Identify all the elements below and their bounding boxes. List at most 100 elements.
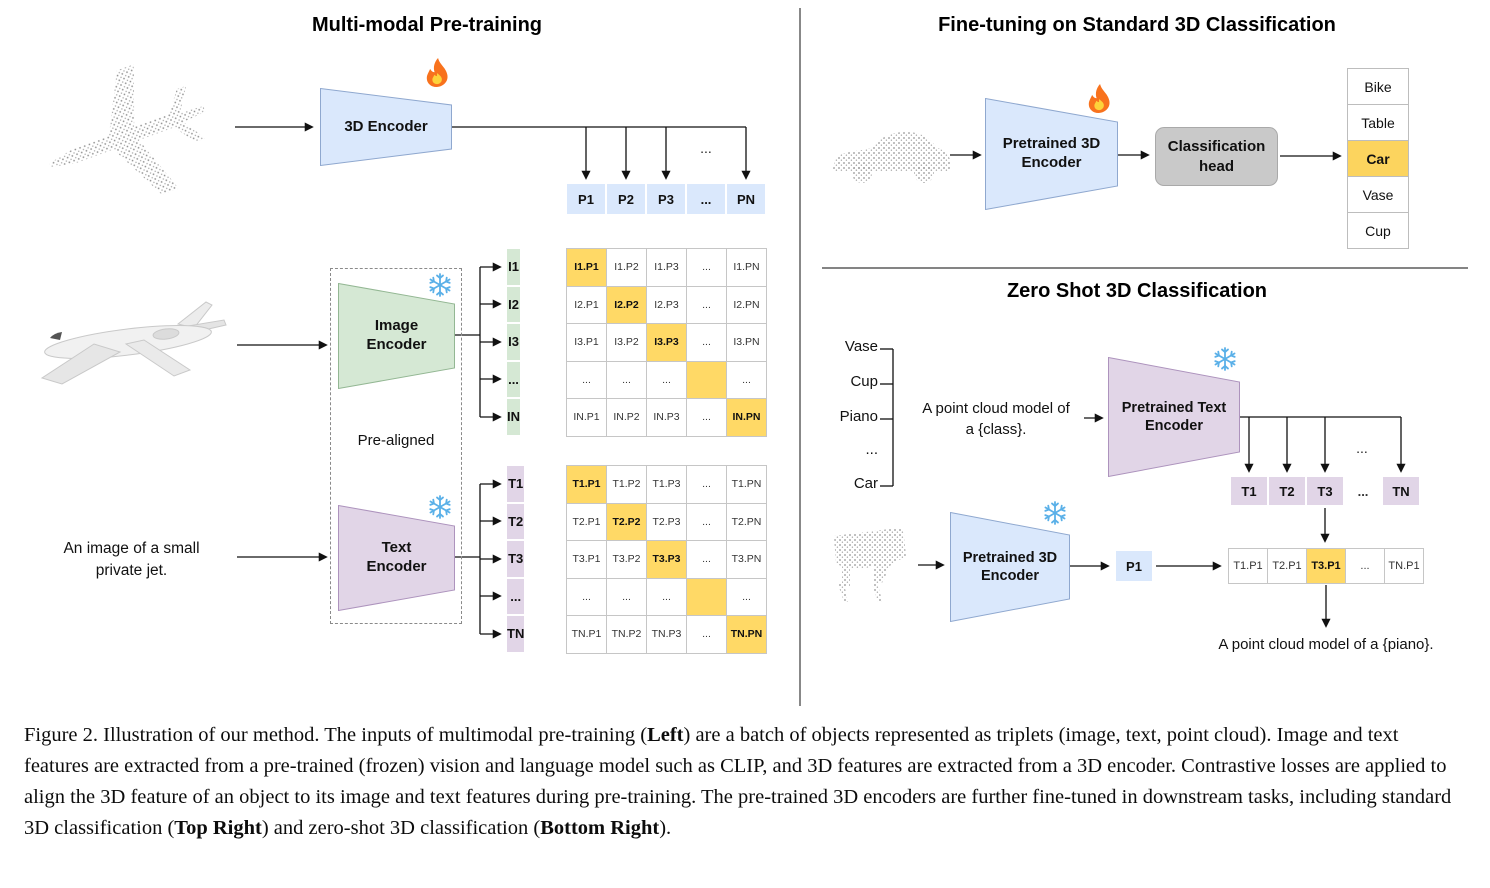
- zeroshot-class: Piano: [839, 408, 878, 425]
- feature-cell: P2: [606, 183, 646, 215]
- ellipsis-label: ...: [1356, 440, 1368, 456]
- matrix-cell: T3.P2: [607, 541, 647, 579]
- matrix-cell: ...: [687, 249, 727, 287]
- pretrained-3d-encoder-zeroshot: Pretrained 3D Encoder: [950, 512, 1070, 622]
- text-feature-row: T1 T2 T3 ... TN: [1230, 476, 1420, 506]
- matrix-cell: I2.P1: [567, 286, 607, 324]
- matrix-cell-diagonal: [687, 578, 727, 616]
- matrix-cell: ...: [687, 286, 727, 324]
- matrix-cell: T2.P3: [647, 503, 687, 541]
- zeroshot-title: Zero Shot 3D Classification: [1006, 280, 1268, 302]
- classification-head: Classification head: [1155, 127, 1278, 186]
- feature-cell: PN: [726, 183, 766, 215]
- feature-cell: P3: [646, 183, 686, 215]
- result-cell: TN.P1: [1385, 549, 1424, 584]
- matrix-cell: IN.P2: [607, 399, 647, 437]
- matrix-cell-diagonal: T2.P2: [607, 503, 647, 541]
- snowflake-icon: [427, 272, 453, 298]
- image-point-similarity-matrix: I1.P1 I1.P2 I1.P3 ... I1.PN I2.P1 I2.P2 …: [566, 248, 767, 437]
- matrix-cell: T1.PN: [727, 466, 767, 504]
- zeroshot-class: Car: [853, 475, 878, 492]
- car-point-cloud: [832, 132, 950, 183]
- text-feature-column: T1 T2 T3 ... TN: [506, 465, 526, 653]
- matrix-cell-diagonal: IN.PN: [727, 399, 767, 437]
- airplane-photo: [40, 301, 227, 385]
- matrix-cell: ...: [647, 361, 687, 399]
- matrix-cell: ...: [687, 399, 727, 437]
- caption-text: ) and zero-shot 3D classification (: [261, 817, 541, 839]
- class-item: Vase: [1348, 177, 1409, 213]
- text-encoder: Text Encoder: [338, 505, 455, 611]
- matrix-cell: T3.PN: [727, 541, 767, 579]
- encoder-shape: [338, 283, 455, 389]
- feature-cell: T1: [1230, 476, 1268, 506]
- encoder-label: Image Encoder: [366, 317, 427, 353]
- pretrained-3d-encoder: Pretrained 3D Encoder: [985, 98, 1118, 210]
- caption-bold: Left: [647, 724, 684, 746]
- matrix-cell-diagonal: I2.P2: [607, 286, 647, 324]
- matrix-cell: ...: [727, 578, 767, 616]
- ellipsis-label: ...: [700, 140, 712, 156]
- pretrained-text-encoder: Pretrained Text Encoder: [1108, 357, 1240, 477]
- encoder-shape: [338, 505, 455, 611]
- feature-cell-ellipsis: ...: [1344, 476, 1382, 506]
- matrix-cell-diagonal: I1.P1: [567, 249, 607, 287]
- matrix-cell-diagonal: [687, 361, 727, 399]
- encoder-shape: [985, 98, 1118, 210]
- zeroshot-class-ellipsis: ...: [865, 441, 878, 458]
- matrix-cell: I1.P2: [607, 249, 647, 287]
- class-item: Bike: [1348, 69, 1409, 105]
- matrix-cell: ...: [607, 361, 647, 399]
- matrix-cell: T1.P2: [607, 466, 647, 504]
- piano-point-cloud: [834, 528, 906, 602]
- class-list: Bike Table Car Vase Cup: [1347, 68, 1409, 249]
- matrix-cell: ...: [687, 466, 727, 504]
- matrix-cell: ...: [607, 578, 647, 616]
- feature-cell: T3: [506, 540, 526, 578]
- matrix-cell: TN.P1: [567, 616, 607, 654]
- result-cell: T2.P1: [1268, 549, 1307, 584]
- matrix-cell: ...: [687, 324, 727, 362]
- matrix-cell: TN.P2: [607, 616, 647, 654]
- result-cell: T1.P1: [1229, 549, 1268, 584]
- matrix-cell-diagonal: T1.P1: [567, 466, 607, 504]
- feature-cell: I2: [506, 285, 521, 323]
- encoder-label: Pretrained 3D Encoder: [962, 549, 1058, 584]
- pre-aligned-label: Pre-aligned: [357, 432, 435, 449]
- matrix-cell-diagonal: TN.PN: [727, 616, 767, 654]
- similarity-result-row: T1.P1 T2.P1 T3.P1 ... TN.P1: [1228, 548, 1424, 584]
- matrix-cell: ...: [567, 578, 607, 616]
- matrix-cell: T2.P1: [567, 503, 607, 541]
- feature-cell: P1: [566, 183, 606, 215]
- matrix-cell: I2.P3: [647, 286, 687, 324]
- snowflake-icon: [1212, 346, 1238, 372]
- pre-aligned-box: [330, 268, 462, 624]
- caption-text: Figure 2. Illustration of our method. Th…: [24, 724, 648, 746]
- class-item: Cup: [1348, 213, 1409, 249]
- finetune-title: Fine-tuning on Standard 3D Classificatio…: [938, 14, 1336, 36]
- matrix-cell: ...: [727, 361, 767, 399]
- matrix-cell: I3.P2: [607, 324, 647, 362]
- matrix-cell: I3.PN: [727, 324, 767, 362]
- class-item-selected: Car: [1348, 141, 1409, 177]
- encoder-label: Text Encoder: [366, 539, 427, 575]
- feature-cell: TN: [1382, 476, 1420, 506]
- 3d-encoder: 3D Encoder: [320, 88, 452, 166]
- caption-bold: Bottom Right: [540, 817, 660, 839]
- encoder-shape: [950, 512, 1070, 622]
- matrix-cell: ...: [687, 503, 727, 541]
- airplane-point-cloud: [49, 64, 206, 195]
- encoder-shape: [1108, 357, 1240, 477]
- zeroshot-class: Vase: [844, 338, 878, 355]
- encoder-label: Pretrained Text Encoder: [1121, 399, 1227, 434]
- feature-cell: ...: [506, 360, 521, 398]
- feature-cell: T3: [1306, 476, 1344, 506]
- matrix-cell: ...: [567, 361, 607, 399]
- text-point-similarity-matrix: T1.P1 T1.P2 T1.P3 ... T1.PN T2.P1 T2.P2 …: [566, 465, 767, 654]
- image-feature-column: I1 I2 I3 ... IN: [506, 248, 521, 436]
- snowflake-icon: [427, 494, 453, 520]
- class-item: Table: [1348, 105, 1409, 141]
- encoder-label: 3D Encoder: [344, 117, 428, 135]
- encoder-shape: [320, 88, 452, 166]
